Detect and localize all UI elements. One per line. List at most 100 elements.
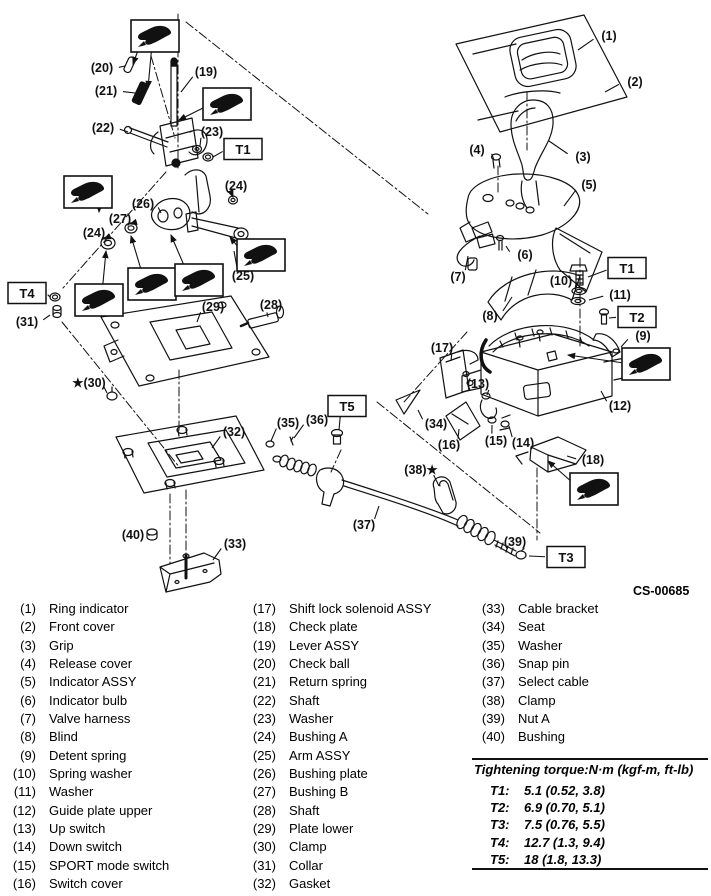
leader-line	[103, 386, 108, 394]
callout: (1)	[577, 29, 617, 51]
callout: (2)	[604, 75, 643, 93]
leader-line	[338, 414, 341, 431]
callout-label: (29)	[202, 300, 224, 314]
parts-list-item: (25)Arm ASSY	[242, 747, 431, 765]
part-number: (32)	[252, 876, 276, 892]
callout-label: (7)	[450, 270, 465, 284]
callout-label: (39)	[504, 535, 526, 549]
part-number: (30)	[252, 839, 276, 855]
valve-harness-part	[456, 221, 505, 271]
callout-label: (16)	[438, 438, 460, 452]
callout: (37)	[353, 505, 380, 532]
leader-line	[548, 140, 568, 155]
solenoid-part	[439, 349, 479, 399]
part-name: Plate lower	[289, 821, 354, 837]
parts-list-item: (18)Check plate	[242, 618, 431, 636]
callout-label: (11)	[609, 288, 631, 302]
leader-line	[128, 218, 138, 226]
leader-line	[145, 46, 153, 90]
part-name: Check ball	[289, 656, 350, 672]
part-number: (1)	[20, 601, 36, 616]
parts-list-item: (14)Down switch	[2, 838, 169, 856]
indicator-assy-part	[459, 173, 603, 293]
parts-list-item: (3)Grip	[2, 637, 169, 655]
leader-line	[502, 296, 513, 312]
leader-line	[520, 547, 525, 552]
leader-line	[505, 245, 511, 253]
parts-list-item: (38)Clamp	[471, 692, 598, 710]
callout: (14)	[508, 425, 534, 450]
leader-line	[604, 83, 620, 93]
callout: (27)	[109, 212, 138, 226]
part-number: (8)	[20, 729, 36, 745]
leader-line	[457, 428, 460, 439]
part-name: Return spring	[289, 674, 368, 690]
part-number: (16)	[12, 876, 36, 892]
part-number: (23)	[252, 711, 276, 727]
part-number: (5)	[20, 674, 36, 690]
callout-label: (19)	[195, 65, 217, 79]
part-name: Collar	[289, 857, 323, 873]
callout-label: (14)	[512, 436, 534, 450]
release-cover-part	[490, 153, 502, 169]
parts-list-item: (37)Select cable	[471, 673, 598, 691]
part-number: (14)	[12, 839, 36, 855]
torque-table-title: Tightening torque:N·m (kgf-m, ft-lb)	[474, 762, 694, 777]
parts-list-item: (1)Ring indicator	[2, 600, 169, 618]
grease-icon	[178, 87, 252, 121]
callout: (32)	[211, 425, 245, 449]
part-number: (12)	[12, 802, 36, 818]
parts-list-item: (33)Cable bracket	[471, 600, 598, 618]
parts-list-item: (31)Collar	[242, 857, 431, 875]
parts-list-item: (2)Front cover	[2, 618, 169, 636]
callout: (26)	[132, 197, 162, 214]
callout-label: (24)	[225, 179, 247, 193]
part-number: (28)	[252, 802, 276, 818]
callout-label: (2)	[627, 75, 642, 89]
parts-list-item: (4)Release cover	[2, 655, 169, 673]
callout: (25)	[232, 250, 254, 283]
part-name: Blind	[49, 729, 78, 745]
part-number: (33)	[481, 601, 505, 616]
part-number: (13)	[12, 821, 36, 837]
torque-table-top-rule	[472, 758, 708, 760]
callout-label: (23)	[201, 125, 223, 139]
drawing-code: CS-00685	[633, 584, 690, 598]
leader-line	[47, 294, 51, 298]
part-number: (18)	[252, 619, 276, 635]
part-name: Shaft	[289, 692, 320, 708]
grease-icon	[130, 19, 180, 90]
leader-line	[119, 128, 129, 133]
parts-list-item: (20)Check ball	[242, 655, 431, 673]
parts-list-item: (15)SPORT mode switch	[2, 857, 169, 875]
callout: (19)	[180, 65, 217, 93]
bracket-parts	[146, 528, 222, 593]
part-name: Up switch	[49, 821, 106, 837]
callout: (35)	[270, 416, 299, 442]
callout: (36)	[293, 413, 328, 439]
torque-ref: T2:	[490, 800, 510, 816]
t1-bolt-part	[569, 264, 588, 306]
leader-line	[42, 314, 51, 321]
leader-line	[588, 295, 604, 301]
leader-line	[102, 233, 112, 240]
leader-line	[563, 189, 577, 207]
part-number: (10)	[12, 766, 36, 782]
parts-list-item: (10)Spring washer	[2, 765, 169, 783]
part-number: (27)	[252, 784, 276, 800]
leader-line	[587, 269, 607, 278]
part-name: Indicator ASSY	[49, 674, 137, 690]
torque-value: 18 (1.8, 13.3)	[524, 851, 602, 867]
part-number: (22)	[252, 692, 276, 708]
callout-label: (15)	[485, 434, 507, 448]
leader-line	[417, 409, 424, 420]
torque-ref: T4:	[490, 834, 510, 850]
parts-list-item: (5) Indicator ASSY	[2, 673, 169, 691]
torque-ref-label: T5	[339, 399, 354, 414]
part-number: (40)	[481, 729, 505, 745]
callout-label: (10)	[550, 274, 572, 288]
grease-icon	[127, 234, 177, 301]
leader-line	[211, 436, 221, 449]
callout-label: (17)	[431, 341, 453, 355]
